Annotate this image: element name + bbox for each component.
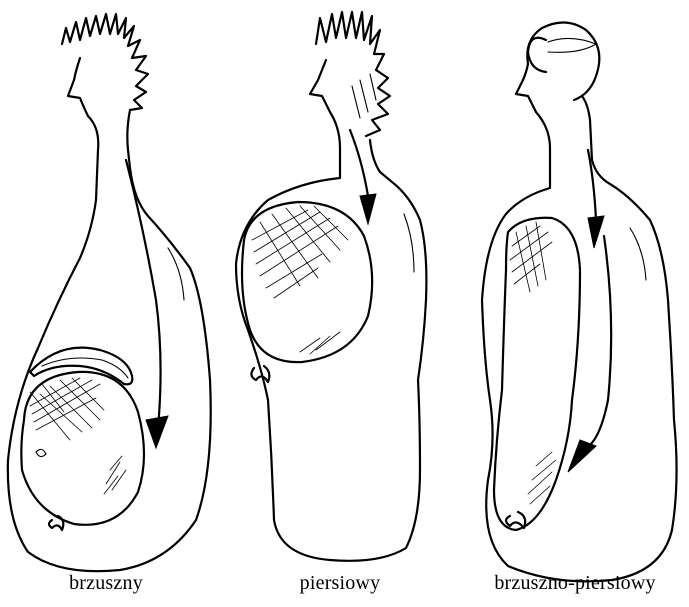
hairline-3 (548, 38, 596, 52)
ear-3 (528, 38, 546, 72)
arrowhead-1[interactable] (146, 416, 168, 448)
face-2 (310, 60, 330, 112)
back-line-3 (630, 228, 646, 280)
lung-balloon-3 (494, 218, 580, 530)
head-3 (527, 22, 599, 100)
hatching-2 (252, 206, 348, 354)
airflow-arrow-2 (350, 130, 368, 196)
caption-abdominal-chest: brzuszno-piersiowy (494, 572, 655, 595)
mark-1 (36, 449, 46, 456)
arrowhead-3b[interactable] (568, 440, 596, 472)
face-3 (516, 64, 536, 112)
face-1 (68, 58, 88, 116)
arrowhead-3a[interactable] (588, 216, 604, 248)
airflow-arrow-3b (586, 236, 611, 448)
diaphragm-1 (30, 348, 132, 385)
figure-abdominal-chest (482, 22, 677, 581)
body-outline-2 (236, 112, 426, 561)
hair-1 (62, 14, 148, 110)
caption-chest: piersiowy (300, 572, 381, 595)
airflow-arrow-1 (126, 160, 161, 428)
caption-abdominal: brzuszny (69, 572, 143, 595)
body-outline-3 (482, 96, 677, 581)
figure-chest (236, 12, 426, 561)
navel-3 (506, 512, 525, 528)
hair-detail-2 (352, 74, 376, 118)
arrowhead-2[interactable] (360, 194, 376, 224)
back-line-2 (404, 214, 414, 272)
abdomen-balloon-1 (21, 372, 144, 525)
hatching-1 (30, 378, 126, 494)
hatching-3 (510, 222, 556, 504)
hair-2 (316, 12, 390, 136)
navel-1 (49, 516, 63, 530)
chest-balloon-2 (242, 202, 372, 362)
figure-abdominal (8, 14, 211, 571)
